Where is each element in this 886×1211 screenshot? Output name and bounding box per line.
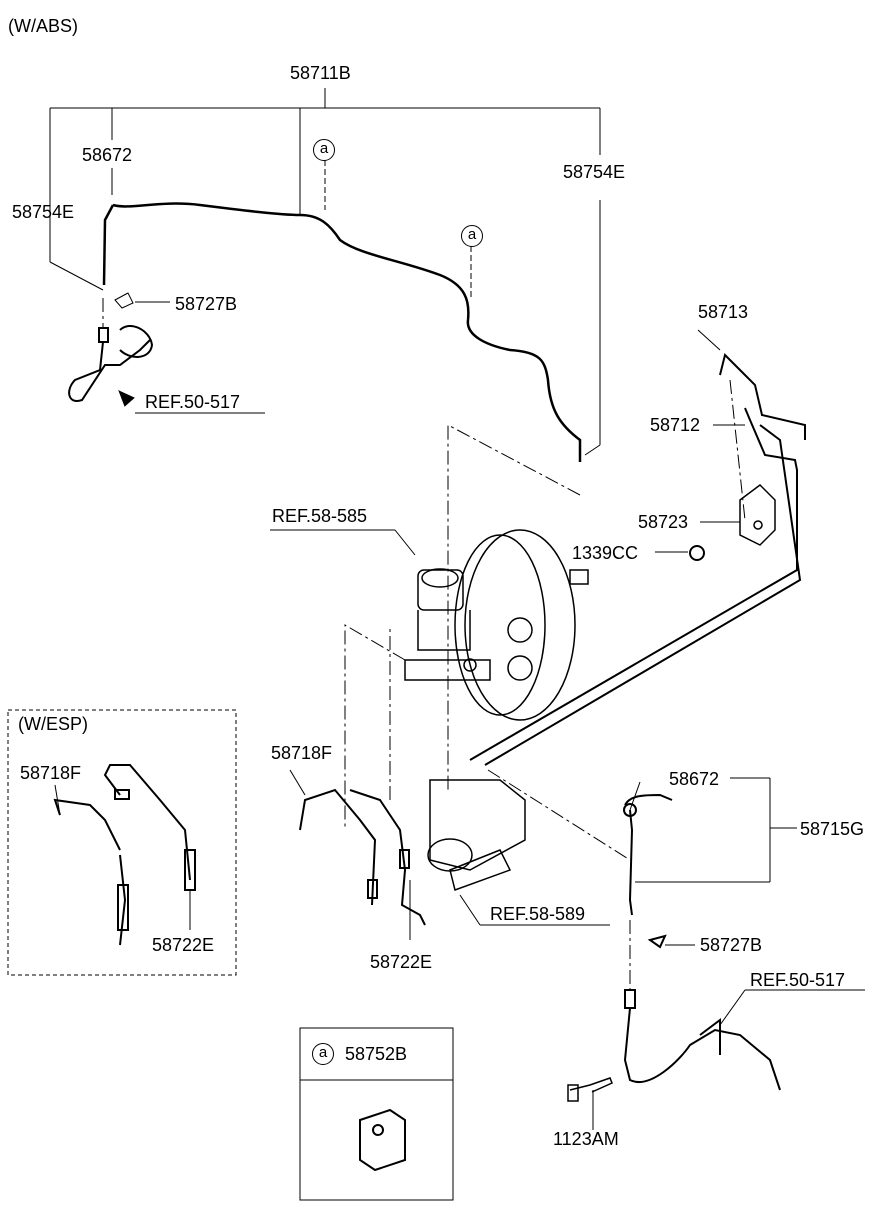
bracket-58723 <box>739 484 776 546</box>
variant-abs-label: (W/ABS) <box>8 16 78 36</box>
label-ref-58-585: REF.58-585 <box>272 506 368 526</box>
front-right-hose <box>623 793 781 1091</box>
label-58711b: 58711B <box>290 63 351 83</box>
label-ref-50-517-right: REF.50-517 <box>750 970 846 990</box>
brake-booster <box>454 529 589 721</box>
master-cylinder <box>404 568 491 681</box>
label-58722e: 58722E <box>370 952 433 972</box>
assembly-lines <box>102 298 746 990</box>
label-58727b-left: 58727B <box>175 294 238 314</box>
label-58712: 58712 <box>650 415 701 435</box>
esp-tubes <box>53 764 196 946</box>
nut-1339cc <box>689 545 705 561</box>
callout-a-2: a <box>461 225 483 247</box>
label-58754e-left: 58754E <box>12 202 75 222</box>
callout-a-1: a <box>313 139 335 161</box>
label-58718f-esp: 58718F <box>20 763 82 783</box>
legend-callout-a: a <box>312 1043 334 1065</box>
label-58713: 58713 <box>698 302 749 322</box>
label-58718f: 58718F <box>271 743 333 763</box>
hecu-module <box>427 779 526 891</box>
label-1123am: 1123AM <box>553 1129 619 1149</box>
bolt-1123am <box>567 1077 613 1102</box>
legend-box <box>299 1027 454 1201</box>
clip-58752b <box>359 1108 406 1172</box>
label-ref-50-517-left: REF.50-517 <box>145 392 241 412</box>
front-left-hose <box>68 325 154 407</box>
clip-58727b-left <box>114 292 134 309</box>
label-58722e-esp: 58722E <box>152 935 215 955</box>
label-58752b: 58752B <box>345 1044 408 1064</box>
label-58723: 58723 <box>638 512 689 532</box>
leader-lines <box>49 88 865 1130</box>
label-58754e-right: 58754E <box>563 162 626 182</box>
rear-tubes <box>469 353 806 766</box>
center-tubes <box>299 788 426 926</box>
label-58727b-right: 58727B <box>700 935 763 955</box>
label-58672-left: 58672 <box>82 145 133 165</box>
label-58672-right: 58672 <box>669 769 720 789</box>
brake-tube-main <box>102 202 582 462</box>
label-58715g: 58715G <box>800 819 865 839</box>
label-1339cc: 1339CC <box>572 543 639 563</box>
esp-box <box>7 709 237 976</box>
variant-esp-label: (W/ESP) <box>18 714 88 734</box>
label-ref-58-589: REF.58-589 <box>490 904 586 924</box>
